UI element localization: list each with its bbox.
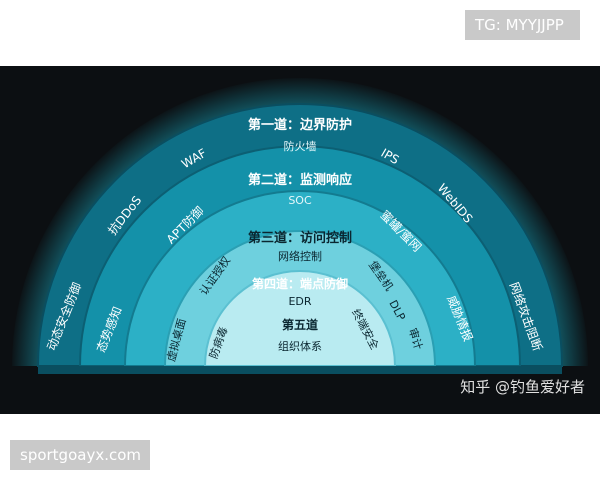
layer2-subtitle: SOC xyxy=(288,194,312,207)
defense-layers-diagram: 第一道：边界防护 防火墙 动态安全防御 抗DDoS WAF IPS WebIDS… xyxy=(0,66,600,414)
layer3-subtitle: 网络控制 xyxy=(278,249,322,263)
layer4-subtitle: EDR xyxy=(288,295,311,308)
bottom-tag: sportgoayx.com xyxy=(10,440,150,470)
layer4-title: 第四道：端点防御 xyxy=(252,276,348,291)
base-strip xyxy=(38,366,562,374)
top-tag: TG: MYYJJPP xyxy=(465,10,580,40)
layer5-title: 第五道 xyxy=(282,317,318,332)
layer2-title: 第二道：监测响应 xyxy=(248,172,352,188)
layer1-subtitle: 防火墙 xyxy=(284,139,317,153)
watermark: 知乎 @钓鱼爱好者 xyxy=(460,378,585,396)
layer5-subtitle: 组织体系 xyxy=(278,339,322,353)
layer4-item: 审计 xyxy=(406,326,426,351)
layer1-title: 第一道：边界防护 xyxy=(248,117,352,133)
layer3-title: 第三道：访问控制 xyxy=(248,230,352,246)
ring-layer-5 xyxy=(203,270,397,367)
